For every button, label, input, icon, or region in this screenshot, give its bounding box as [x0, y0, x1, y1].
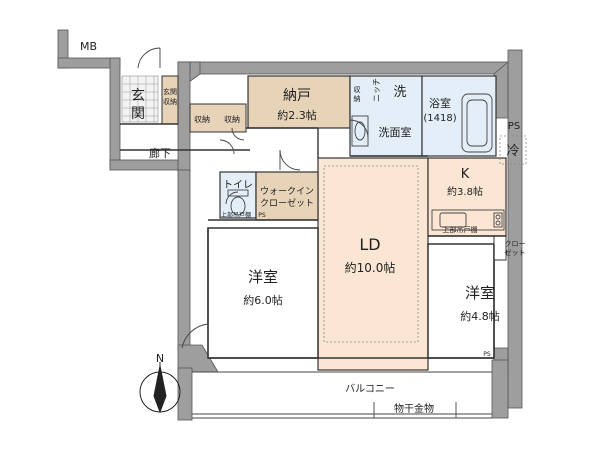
kitchen-counter — [431, 209, 505, 231]
label-western1-size: 約6.0帖 — [243, 293, 283, 307]
label-nando-size: 約2.3帖 — [277, 108, 317, 122]
entrance-tiles — [121, 75, 159, 123]
room-labels: MB 玄 関 玄関 収納 収納 収納 収 納 納戸 約2.3帖 ニッチ 洗 洗面… — [80, 40, 526, 415]
ld-dashed-area — [323, 165, 419, 343]
label-hallway: 廊下 — [149, 146, 171, 160]
label-nando-name: 納戸 — [283, 88, 311, 104]
label-storage-2: 収納 — [224, 114, 240, 124]
label-western2-name: 洋室 — [465, 284, 495, 302]
floors — [161, 75, 507, 371]
walls — [57, 29, 523, 421]
label-washer: 洗 — [393, 85, 406, 100]
label-closet-2: ゼット — [505, 248, 526, 257]
label-ld-name: LD — [359, 235, 380, 254]
label-western1-name: 洋室 — [248, 268, 278, 286]
storage-floor — [189, 103, 247, 133]
label-washroom: 洗面室 — [379, 125, 412, 139]
label-ps-top: PS — [508, 121, 520, 132]
kitchen-floor — [427, 157, 507, 237]
label-bath-name: 浴室 — [429, 96, 451, 110]
bathtub — [461, 93, 493, 153]
label-kitchen-name: K — [461, 167, 470, 182]
label-storage-3a: 収 — [354, 86, 361, 94]
label-western2-size: 約4.8帖 — [460, 309, 500, 323]
label-ps-bottom: PS — [483, 351, 491, 358]
label-storage-3b: 納 — [354, 94, 361, 103]
label-upper-shelf-kitchen: 上部吊戸棚 — [443, 225, 478, 234]
balcony-rails — [192, 371, 492, 419]
western1-floor — [207, 227, 319, 359]
label-walkin-2: クローゼット — [260, 197, 314, 209]
label-bath-size: (1418) — [423, 113, 456, 124]
label-genkan-1: 玄 — [131, 87, 145, 104]
bath-floor — [421, 75, 497, 157]
north-compass — [139, 362, 181, 414]
label-mb: MB — [80, 40, 97, 53]
fridge-space — [499, 135, 527, 165]
label-kitchen-size: 約3.8帖 — [447, 185, 483, 198]
label-genkan-storage-2: 収納 — [163, 97, 177, 106]
door-swings — [137, 47, 369, 358]
label-ps-small: PS — [258, 212, 266, 219]
label-walkin-1: ウォークイン — [260, 186, 314, 197]
label-north: N — [156, 352, 164, 365]
walkin-floor — [255, 171, 319, 221]
label-toilet: トイレ — [223, 180, 253, 191]
label-genkan-2: 関 — [131, 106, 145, 122]
label-ld-size: 約10.0帖 — [345, 260, 396, 275]
washbasin — [351, 115, 369, 147]
label-niche: ニッチ — [372, 78, 381, 102]
toilet-floor — [219, 171, 257, 219]
label-drying-rack: 物干金物 — [394, 402, 434, 415]
interior-walls — [120, 123, 506, 359]
toilet-bowl — [227, 189, 249, 216]
label-upper-shelf-toilet: 上部吊戸棚 — [221, 211, 251, 219]
label-balcony: バルコニー — [345, 383, 395, 395]
label-storage-1: 収納 — [194, 114, 210, 124]
label-genkan-storage-1: 玄関 — [163, 87, 177, 96]
label-fridge: 冷 — [506, 144, 519, 159]
label-closet-1: クロー — [505, 240, 526, 248]
